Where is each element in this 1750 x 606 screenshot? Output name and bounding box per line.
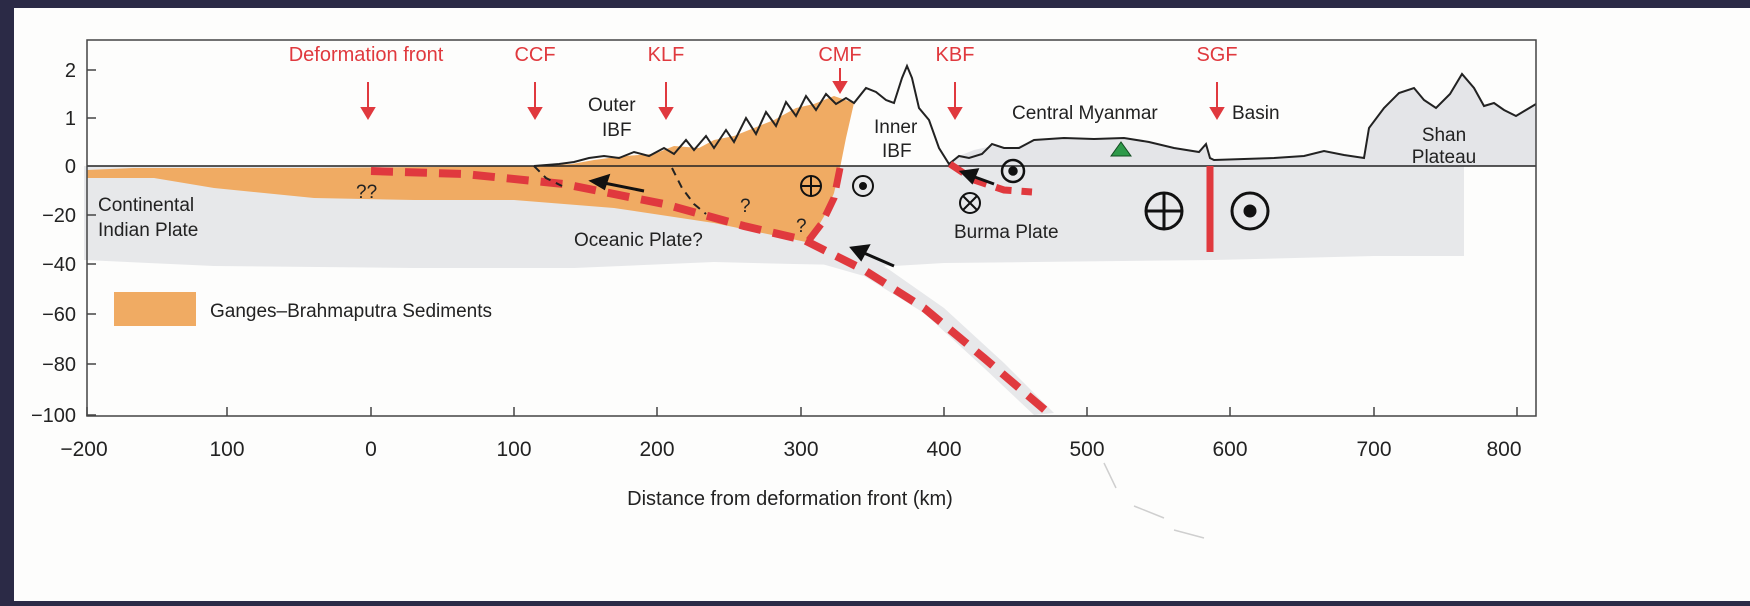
region-label: Plateau <box>1412 147 1476 168</box>
x-tick-label: 400 <box>926 438 961 461</box>
region-label: Burma Plate <box>954 222 1059 243</box>
region-label: Continental <box>98 195 194 216</box>
circle-x-icon <box>959 192 981 214</box>
legend: Ganges–Brahmaputra Sediments <box>114 292 492 326</box>
region-label: IBF <box>602 120 632 141</box>
circle-dot-icon <box>1230 191 1270 231</box>
topographic-profile <box>533 63 1537 167</box>
x-tick-label: 600 <box>1212 438 1247 461</box>
y-tick-label: 1 <box>65 108 76 130</box>
region-label: Oceanic Plate? <box>574 230 703 251</box>
y-tick-label: −40 <box>42 254 76 276</box>
y-tick-label: −80 <box>42 354 76 376</box>
x-tick-label: 100 <box>209 438 244 461</box>
y-tick-label: 0 <box>65 156 76 178</box>
topography-east <box>944 74 1536 166</box>
fault-label: KLF <box>648 44 685 66</box>
circle-cross-icon <box>1144 191 1184 231</box>
fault-label: CCF <box>514 44 555 66</box>
figure-panel: Deformation front CCF KLF CMF KBF SGF Ou… <box>14 8 1750 601</box>
region-label: Basin <box>1232 103 1280 124</box>
arrow-left-icon <box>849 244 895 268</box>
x-tick-label: 300 <box>783 438 818 461</box>
y-tick-label: 2 <box>65 60 76 82</box>
region-label: Central Myanmar <box>1012 103 1158 124</box>
question-mark: ?? <box>356 182 377 203</box>
arrow-left-icon <box>588 173 645 193</box>
cmf-fault <box>803 167 844 247</box>
y-axis <box>87 69 96 416</box>
region-label: Outer <box>588 95 636 116</box>
y-tick-label: −20 <box>42 205 76 227</box>
cross-section-diagram: Deformation front CCF KLF CMF KBF SGF Ou… <box>31 39 1537 539</box>
klf-minor-fault <box>671 167 707 215</box>
fault-label: SGF <box>1196 44 1237 66</box>
x-tick-label: 800 <box>1486 438 1521 461</box>
x-tick-label: 200 <box>639 438 674 461</box>
scan-artifact <box>1103 462 1205 539</box>
fault-label: Deformation front <box>289 44 444 66</box>
y-tick-label: −60 <box>42 304 76 326</box>
y-tick-label: −100 <box>31 405 76 427</box>
ccf-minor-fault <box>533 165 563 187</box>
fault-label: CMF <box>818 44 861 66</box>
question-mark: ? <box>740 196 751 217</box>
fault-label: KBF <box>936 44 975 66</box>
region-label: Inner <box>874 117 918 138</box>
volcano-icon <box>1110 141 1132 157</box>
fault-arrows <box>360 68 1225 120</box>
circle-dot-icon <box>852 175 874 197</box>
x-tick-label: 0 <box>365 438 377 461</box>
x-axis <box>86 407 1518 416</box>
x-tick-label: 100 <box>496 438 531 461</box>
megathrust-fault <box>370 167 1055 420</box>
x-tick-label: 700 <box>1356 438 1391 461</box>
sediment-wedge <box>87 96 854 242</box>
circle-dot-icon <box>1000 158 1026 184</box>
circle-cross-icon <box>800 175 822 197</box>
region-label: Shan <box>1422 125 1466 146</box>
legend-swatch <box>114 292 196 326</box>
region-label: IBF <box>882 141 912 162</box>
plot-frame <box>86 39 1537 417</box>
legend-label: Ganges–Brahmaputra Sediments <box>210 301 492 322</box>
subducting-slab <box>794 238 1054 415</box>
question-mark: ? <box>796 216 807 237</box>
region-label: Indian Plate <box>98 220 198 241</box>
x-tick-label: 500 <box>1069 438 1104 461</box>
arrow-left-icon <box>958 168 995 186</box>
x-tick-label: −200 <box>60 438 107 461</box>
x-axis-title: Distance from deformation front (km) <box>627 488 953 510</box>
